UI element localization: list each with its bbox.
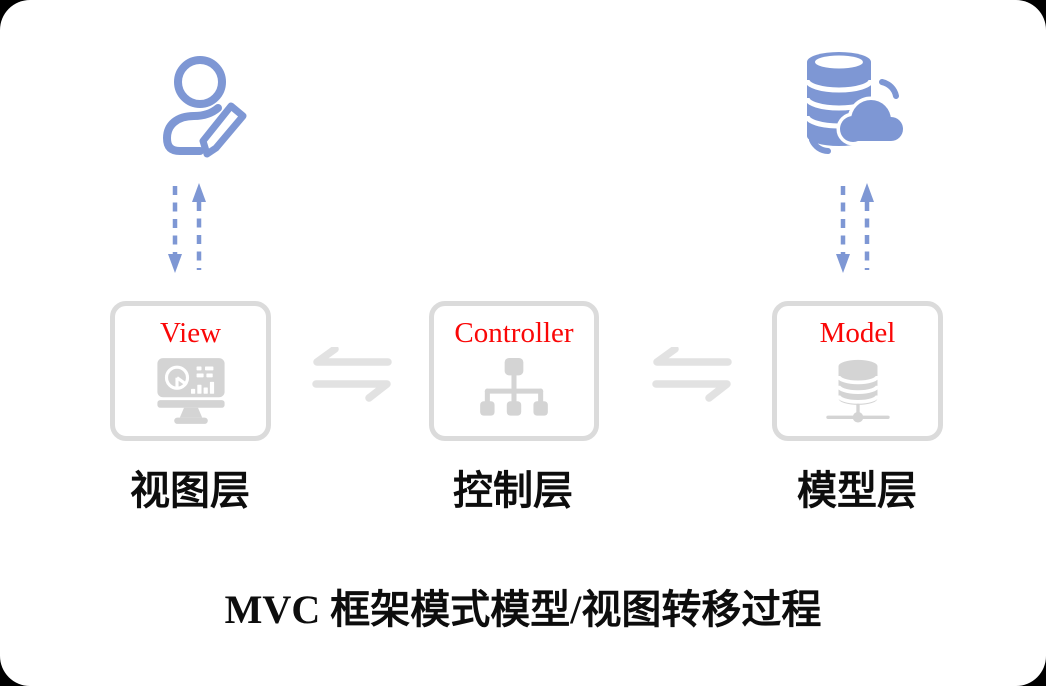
sitemap-icon	[480, 358, 548, 416]
view-label: View	[159, 317, 222, 349]
database-cloud-icon	[805, 52, 905, 154]
controller-label: Controller	[454, 317, 574, 349]
diagram-caption: MVC 框架模式模型/视图转移过程	[224, 587, 822, 632]
model-label: Model	[819, 317, 896, 349]
user-edit-icon	[163, 56, 247, 158]
bidirectional-dashed-arrow	[836, 183, 874, 273]
controller-box: Controller	[429, 301, 599, 441]
model-layer-zh-label: 模型层	[797, 468, 917, 513]
dashboard-monitor-icon	[156, 358, 225, 425]
bidirectional-dashed-arrow	[168, 183, 206, 273]
controller-layer-zh-label: 控制层	[453, 468, 573, 513]
database-network-icon	[825, 360, 890, 423]
view-layer-zh-label: 视图层	[130, 468, 250, 513]
model-box: Model	[772, 301, 943, 441]
view-box: View	[110, 301, 271, 441]
exchange-arrow	[312, 347, 392, 402]
exchange-arrow	[652, 347, 732, 402]
